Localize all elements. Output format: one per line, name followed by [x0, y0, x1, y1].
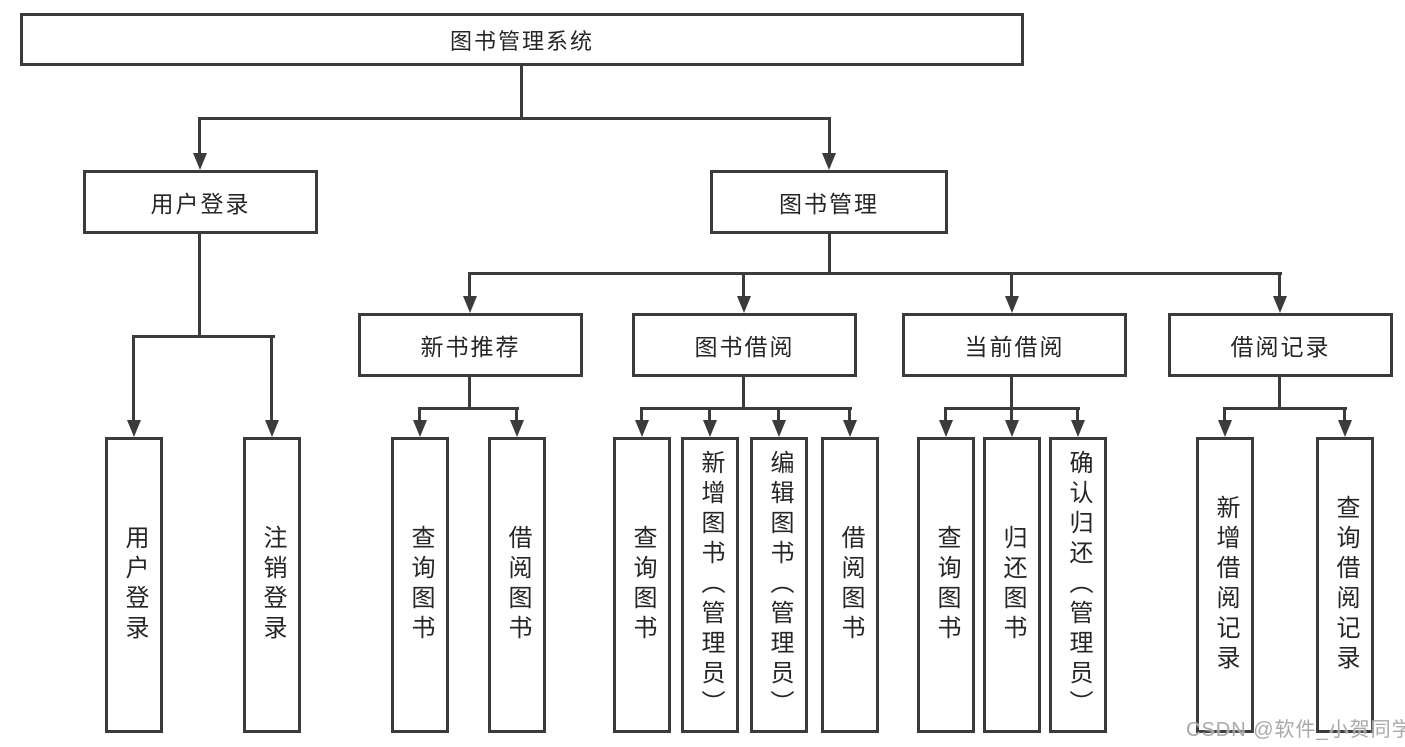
connector-drop-b4 — [848, 407, 851, 420]
arrow-to-book-borrow-icon — [737, 296, 751, 313]
leaf-return-book: 归还图书 — [983, 437, 1041, 733]
arrow-to-leaf-login-icon — [127, 420, 141, 437]
leaf-borrow-books-1: 借阅图书 — [488, 437, 546, 733]
connector-new-book-branch — [418, 407, 519, 410]
leaf-logout-label: 注销登录 — [259, 525, 286, 645]
leaf-query-books-1-label: 查询图书 — [407, 525, 434, 645]
leaf-edit-book-admin: 编辑图书（管理员） — [750, 437, 808, 733]
connector-drop-b2 — [708, 407, 711, 420]
leaf-return-book-label: 归还图书 — [999, 525, 1026, 645]
connector-borrow-records-stem — [1278, 377, 1281, 410]
arrow-to-leaf-logout-icon — [265, 420, 279, 437]
connector-borrow-records-branch — [1223, 407, 1347, 410]
arrow-to-current-borrow-icon — [1005, 296, 1019, 313]
connector-drop-c1 — [944, 407, 947, 420]
leaf-add-book-admin-label: 新增图书（管理员） — [697, 450, 724, 720]
leaf-borrow-books-2-label: 借阅图书 — [837, 525, 864, 645]
connector-drop-book-borrow — [742, 272, 745, 296]
connector-drop-a2 — [515, 407, 518, 420]
arrow-to-new-book-icon — [463, 296, 477, 313]
leaf-query-books-2: 查询图书 — [613, 437, 671, 733]
leaf-query-books-3: 查询图书 — [917, 437, 975, 733]
node-book-borrow: 图书借阅 — [632, 313, 857, 377]
arrow-to-borrow-records-icon — [1273, 296, 1287, 313]
connector-book-mgmt-branch — [468, 272, 1282, 275]
connector-root-stem — [520, 66, 523, 119]
leaf-borrow-books-2: 借阅图书 — [821, 437, 879, 733]
connector-root-drop-left — [198, 117, 201, 155]
node-current-borrow: 当前借阅 — [902, 313, 1127, 377]
connector-drop-new-book — [468, 272, 471, 296]
leaf-query-borrow-record: 查询借阅记录 — [1316, 437, 1374, 733]
arrow-to-query-books-2-icon — [635, 420, 649, 437]
connector-drop-b1 — [640, 407, 643, 420]
arrow-to-user-login-icon — [193, 153, 207, 170]
node-user-login: 用户登录 — [83, 170, 318, 234]
connector-drop-current-borrow — [1010, 272, 1013, 296]
csdn-watermark: CSDN @软件_小贺同学 — [1186, 719, 1405, 741]
leaf-borrow-books-1-label: 借阅图书 — [504, 525, 531, 645]
node-book-management: 图书管理 — [710, 170, 948, 234]
connector-current-borrow-stem — [1010, 377, 1013, 410]
arrow-to-borrow-books-2-icon — [843, 420, 857, 437]
arrow-to-confirm-return-icon — [1071, 420, 1085, 437]
leaf-query-borrow-record-label: 查询借阅记录 — [1332, 495, 1359, 675]
leaf-add-borrow-record-label: 新增借阅记录 — [1212, 495, 1239, 675]
arrow-to-borrow-books-1-icon — [510, 420, 524, 437]
leaf-add-borrow-record: 新增借阅记录 — [1196, 437, 1254, 733]
arrow-to-add-book-icon — [703, 420, 717, 437]
leaf-query-books-2-label: 查询图书 — [629, 525, 656, 645]
arrow-to-add-record-icon — [1218, 420, 1232, 437]
arrow-to-edit-book-icon — [772, 420, 786, 437]
leaf-confirm-return-admin: 确认归还（管理员） — [1049, 437, 1107, 733]
connector-drop-b3 — [777, 407, 780, 420]
leaf-query-books-1: 查询图书 — [391, 437, 449, 733]
connector-root-branch — [198, 117, 831, 120]
connector-drop-c2 — [1010, 407, 1013, 420]
connector-user-login-stem — [198, 234, 201, 336]
leaf-add-book-admin: 新增图书（管理员） — [681, 437, 739, 733]
connector-drop-leaf-logout — [270, 335, 273, 421]
connector-drop-c3 — [1076, 407, 1079, 420]
connector-user-login-branch — [132, 335, 275, 338]
connector-drop-d2 — [1343, 407, 1346, 420]
leaf-edit-book-admin-label: 编辑图书（管理员） — [766, 450, 793, 720]
connector-drop-d1 — [1223, 407, 1226, 420]
connector-new-book-stem — [468, 377, 471, 410]
arrow-to-book-management-icon — [822, 153, 836, 170]
leaf-user-login-label: 用户登录 — [121, 525, 148, 645]
node-root: 图书管理系统 — [20, 13, 1024, 66]
node-new-book-recommend: 新书推荐 — [358, 313, 583, 377]
connector-drop-leaf-login — [132, 335, 135, 421]
connector-book-borrow-stem — [742, 377, 745, 410]
arrow-to-query-record-icon — [1338, 420, 1352, 437]
connector-root-drop-right — [828, 117, 831, 155]
connector-book-borrow-branch — [640, 407, 852, 410]
leaf-query-books-3-label: 查询图书 — [933, 525, 960, 645]
leaf-user-login: 用户登录 — [105, 437, 163, 733]
connector-drop-borrow-records — [1278, 272, 1281, 296]
leaf-confirm-return-admin-label: 确认归还（管理员） — [1065, 450, 1092, 720]
leaf-logout: 注销登录 — [243, 437, 301, 733]
arrow-to-return-book-icon — [1005, 420, 1019, 437]
arrow-to-query-books-1-icon — [413, 420, 427, 437]
arrow-to-query-books-3-icon — [939, 420, 953, 437]
connector-book-mgmt-stem — [828, 234, 831, 275]
connector-drop-a1 — [418, 407, 421, 420]
node-borrow-records: 借阅记录 — [1168, 313, 1393, 377]
